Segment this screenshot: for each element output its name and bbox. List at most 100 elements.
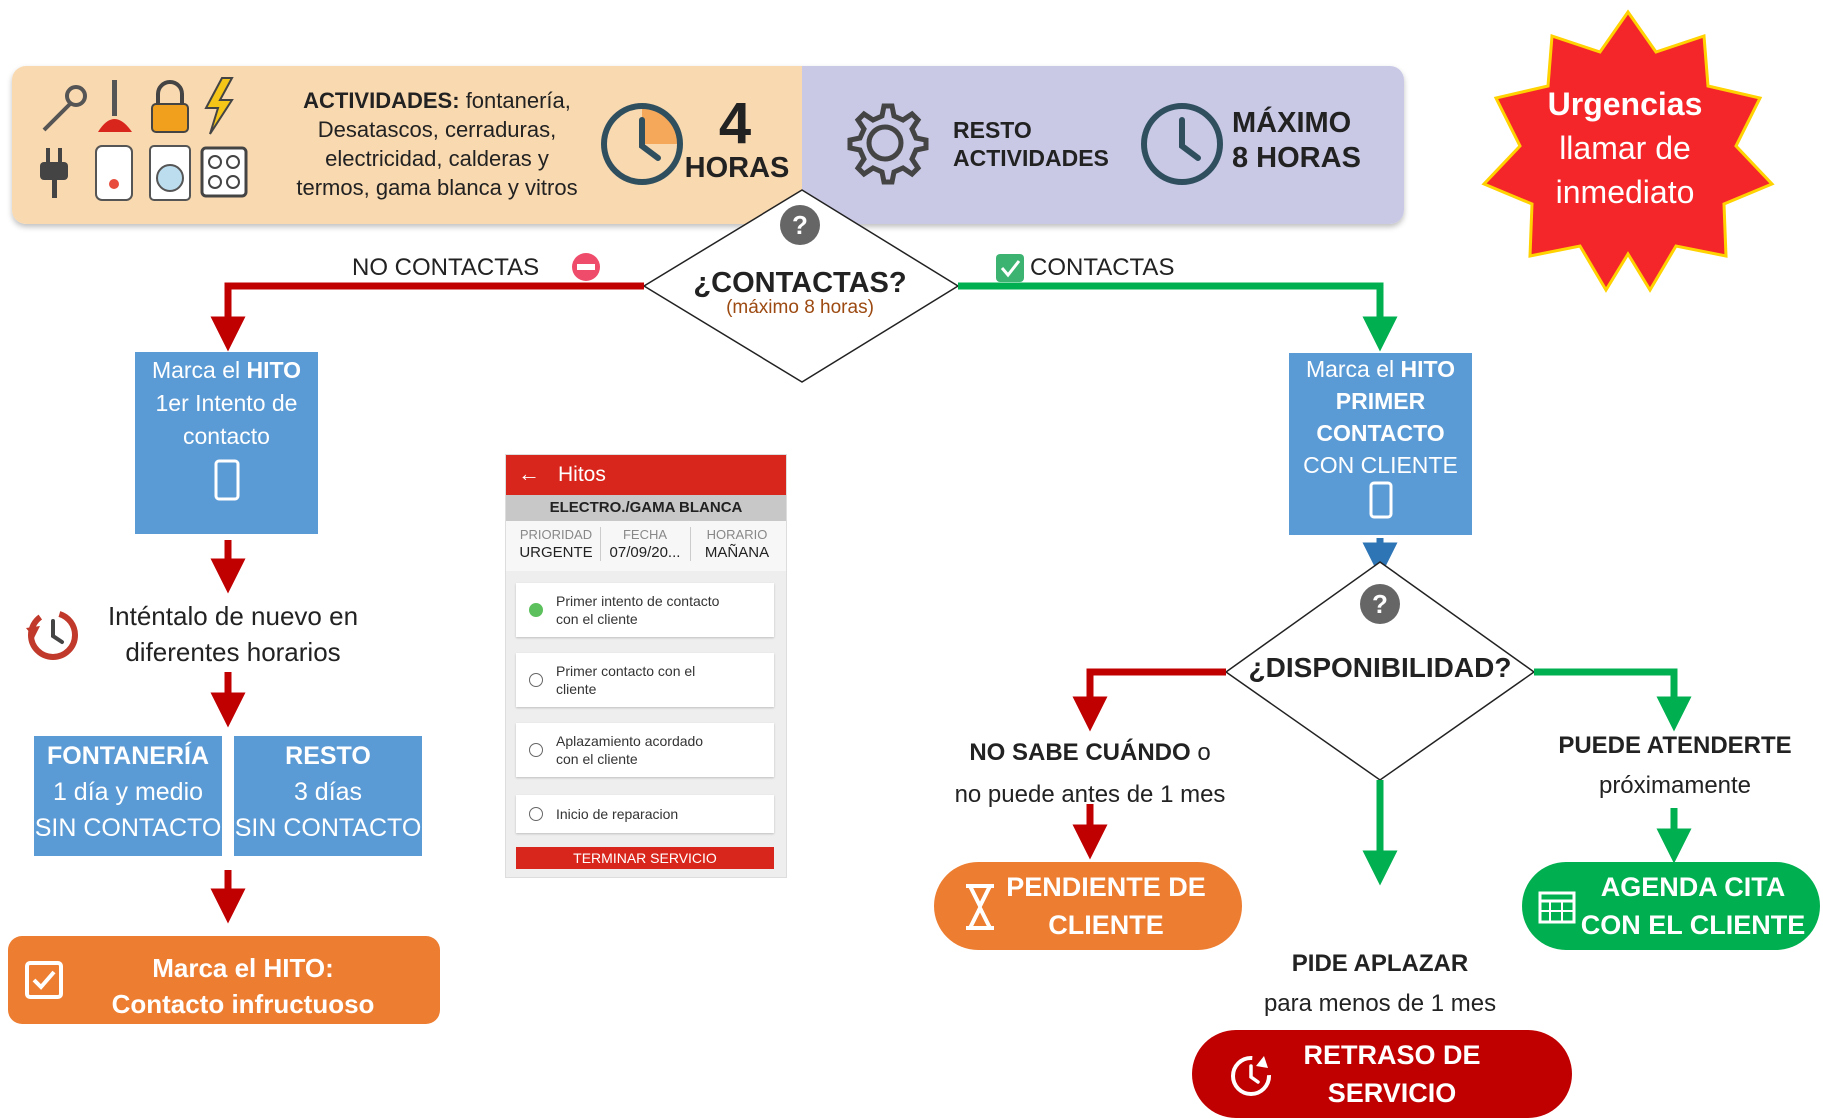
back-arrow-icon[interactable]: ← <box>518 461 540 486</box>
activities-line-4: termos, gama blanca y vitros <box>296 175 578 200</box>
clock-refresh-icon <box>1231 1056 1271 1096</box>
urgent-line-3: inmediato <box>1555 174 1695 210</box>
activities-banner <box>12 66 1404 224</box>
phone-header: ← Hitos <box>506 455 786 495</box>
pendiente-line-2: CLIENTE <box>1048 910 1164 940</box>
hito1-bold: HITO <box>246 357 302 383</box>
activity-icons-grid <box>40 77 248 201</box>
phone-icon <box>214 459 239 501</box>
no-entry-icon <box>572 253 600 281</box>
no-sabe-line-2: no puede antes de 1 mes <box>954 781 1226 808</box>
no-sabe-text: NO SABE CUÁNDO o no puede antes de 1 mes <box>920 732 1260 816</box>
puede-connector <box>1534 668 1692 732</box>
puede-line-2: próximamente <box>1598 772 1752 799</box>
contactas-subtitle: (máximo 8 horas) <box>726 297 874 318</box>
radio-checked-icon[interactable] <box>529 603 543 617</box>
question-icon: ? <box>780 205 820 245</box>
pendiente-cliente-pill: PENDIENTE DE CLIENTE <box>934 862 1242 950</box>
puede-atenderte-text: PUEDE ATENDERTE próximamente <box>1530 726 1820 806</box>
no-sabe-bold: NO SABE CUÁNDO <box>969 739 1191 766</box>
resto-days: 3 días <box>293 778 363 806</box>
fontaneria-title: FONTANERÍA <box>46 742 210 770</box>
plug-icon <box>40 148 68 198</box>
radio-icon[interactable] <box>529 673 543 687</box>
hours-number: 4 <box>718 91 752 156</box>
hourglass-icon <box>966 884 994 930</box>
contactas-title: ¿CONTACTAS? <box>693 267 907 299</box>
item-3-line-2: con el cliente <box>556 751 638 767</box>
resto-line-2: ACTIVIDADES <box>953 145 1109 171</box>
date-column: FECHA 07/09/20... <box>600 527 689 561</box>
calendar-icon <box>1538 891 1576 924</box>
question-icon: ? <box>1360 584 1400 624</box>
no-sabe-rest: o <box>1190 739 1211 766</box>
item-1-line-2: con el cliente <box>556 611 638 627</box>
wrench-icon <box>42 85 87 132</box>
contactas-label: CONTACTAS <box>1030 254 1175 281</box>
radio-icon[interactable] <box>529 807 543 821</box>
hito-item-first-contact[interactable]: Primer contacto con el cliente <box>516 653 774 707</box>
date-value: 07/09/20... <box>609 544 681 561</box>
infructuoso-line-1: Marca el HITO: <box>152 953 334 983</box>
retry-line-2: diferentes horarios <box>125 637 341 667</box>
priority-header: PRIORIDAD <box>519 527 593 542</box>
svg-text:?: ? <box>1372 589 1388 619</box>
urgent-starburst <box>1481 9 1775 293</box>
washing-machine-icon <box>149 145 191 201</box>
pendiente-line-1: PENDIENTE DE <box>1006 872 1206 902</box>
contact-connector <box>958 282 1398 352</box>
resto-actividades-text: RESTO ACTIVIDADES <box>953 116 1123 172</box>
urgent-line-2: llamar de <box>1559 130 1691 166</box>
no-sabe-connector <box>1072 668 1226 732</box>
pide-line-2: para menos de 1 mes <box>1263 990 1497 1017</box>
schedule-value: MAÑANA <box>704 544 770 561</box>
hours-label: HORAS <box>684 152 790 184</box>
resto-box: RESTO 3 días SIN CONTACTO <box>234 736 422 856</box>
resto-note: SIN CONTACTO <box>234 814 422 842</box>
urgent-line-1: Urgencias <box>1547 86 1703 122</box>
fontaneria-note: SIN CONTACTO <box>34 814 222 842</box>
clock-icon <box>1141 103 1223 185</box>
urgent-text: Urgencias llamar de inmediato <box>1510 82 1740 214</box>
max-line-1: MÁXIMO <box>1232 107 1352 139</box>
pide-aplazar-text: PIDE APLAZAR para menos de 1 mes <box>1225 944 1535 1024</box>
retraso-servicio-pill: RETRASO DE SERVICIO <box>1192 1030 1572 1118</box>
retry-line-1: Inténtalo de nuevo en <box>107 601 359 631</box>
priority-column: PRIORIDAD URGENTE <box>514 527 598 561</box>
radio-icon[interactable] <box>529 743 543 757</box>
hito2-line-3: CONTACTO <box>1316 420 1445 446</box>
clock-icon <box>601 103 683 185</box>
agenda-line-2: CON EL CLIENTE <box>1580 910 1806 940</box>
puede-line-1: PUEDE ATENDERTE <box>1558 732 1792 759</box>
agenda-line-1: AGENDA CITA <box>1600 872 1786 902</box>
no-contact-connector <box>210 282 644 352</box>
activities-label: ACTIVIDADES: <box>303 88 460 113</box>
lightning-icon <box>204 77 234 135</box>
item-2-line-2: cliente <box>556 681 597 697</box>
phone-hitos-screenshot: ← Hitos ELECTRO./GAMA BLANCA PRIORIDAD U… <box>505 454 787 878</box>
contacto-infructuoso-box: Marca el HITO: Contacto infructuoso <box>8 936 440 1024</box>
hito2-prefix: Marca el <box>1305 356 1401 382</box>
plunger-icon <box>98 80 132 132</box>
retry-clock-icon <box>26 610 78 660</box>
contactas-decision: ¿CONTACTAS? (máximo 8 horas) <box>680 268 920 318</box>
pide-line-1: PIDE APLAZAR <box>1291 950 1469 977</box>
hito-item-repair-start[interactable]: Inicio de reparacion <box>516 795 774 833</box>
resto-line-1: RESTO <box>953 117 1032 143</box>
contactas-decision-diamond <box>642 189 960 383</box>
gear-icon <box>847 103 929 185</box>
terminar-servicio-button[interactable]: TERMINAR SERVICIO <box>516 847 774 869</box>
max-hours-text: MÁXIMO 8 HORAS <box>1232 106 1382 176</box>
cooktop-icon <box>200 146 248 198</box>
checkbox-icon <box>25 961 63 999</box>
check-icon <box>996 254 1024 282</box>
hito2-bold: HITO <box>1400 356 1456 382</box>
phone-category: ELECTRO./GAMA BLANCA <box>506 495 786 521</box>
item-4-line-1: Inicio de reparacion <box>556 806 679 822</box>
hito-primer-contacto-box: Marca el HITO PRIMER CONTACTO CON CLIENT… <box>1289 353 1472 535</box>
water-heater-icon <box>95 145 133 201</box>
item-2-line-1: Primer contacto con el <box>556 663 696 679</box>
